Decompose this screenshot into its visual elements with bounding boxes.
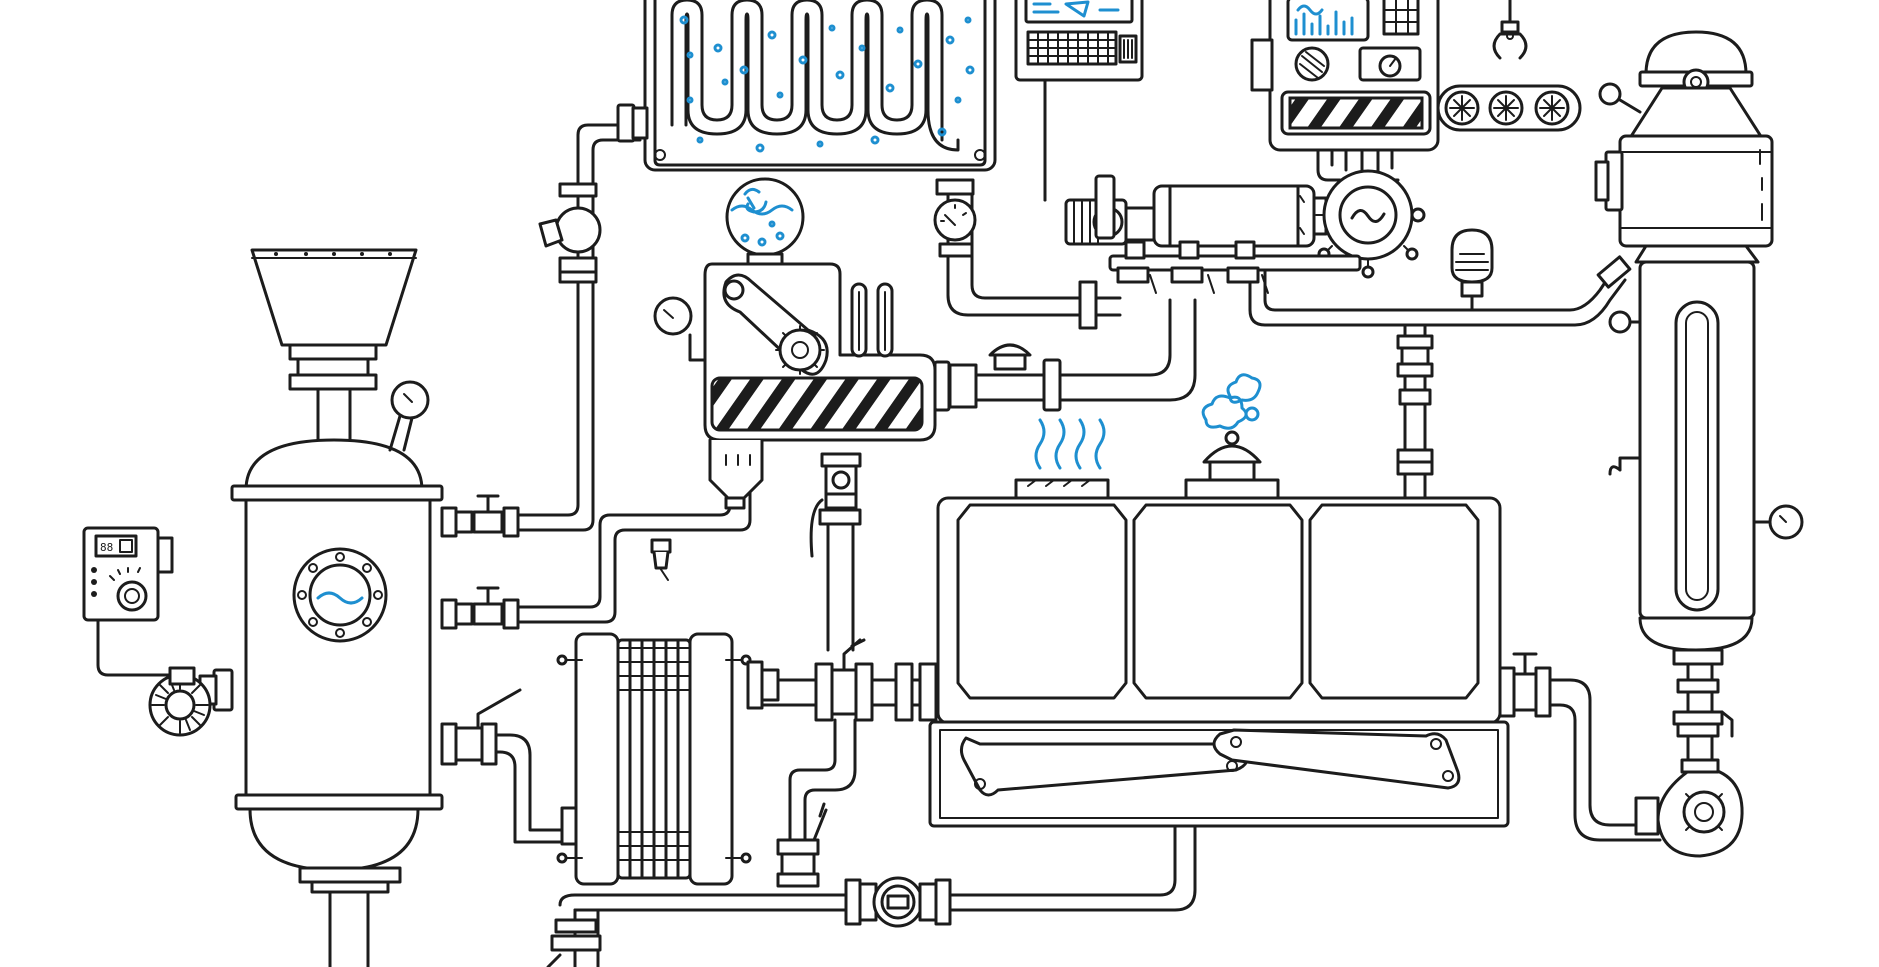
plate-heat-exchanger: [556, 632, 780, 886]
controller-display: 88: [100, 541, 113, 554]
computer-terminal: [1014, 0, 1144, 202]
generator-cylinder: [1064, 169, 1426, 294]
blower-machine: [650, 177, 1062, 581]
manifold-gauge: [1396, 228, 1494, 476]
pipe-network: [96, 73, 1714, 967]
controller-box: 88: [82, 526, 212, 737]
coil-heater-tank: [616, 0, 997, 258]
main-tank: [198, 248, 522, 894]
riser-ball-valve: [538, 182, 602, 284]
control-panel-unit: [1250, 0, 1582, 182]
furnace: [928, 373, 1552, 828]
vertical-valve: [809, 452, 862, 558]
pipe-fittings: [546, 174, 1116, 967]
distillation-column: [1594, 30, 1804, 858]
